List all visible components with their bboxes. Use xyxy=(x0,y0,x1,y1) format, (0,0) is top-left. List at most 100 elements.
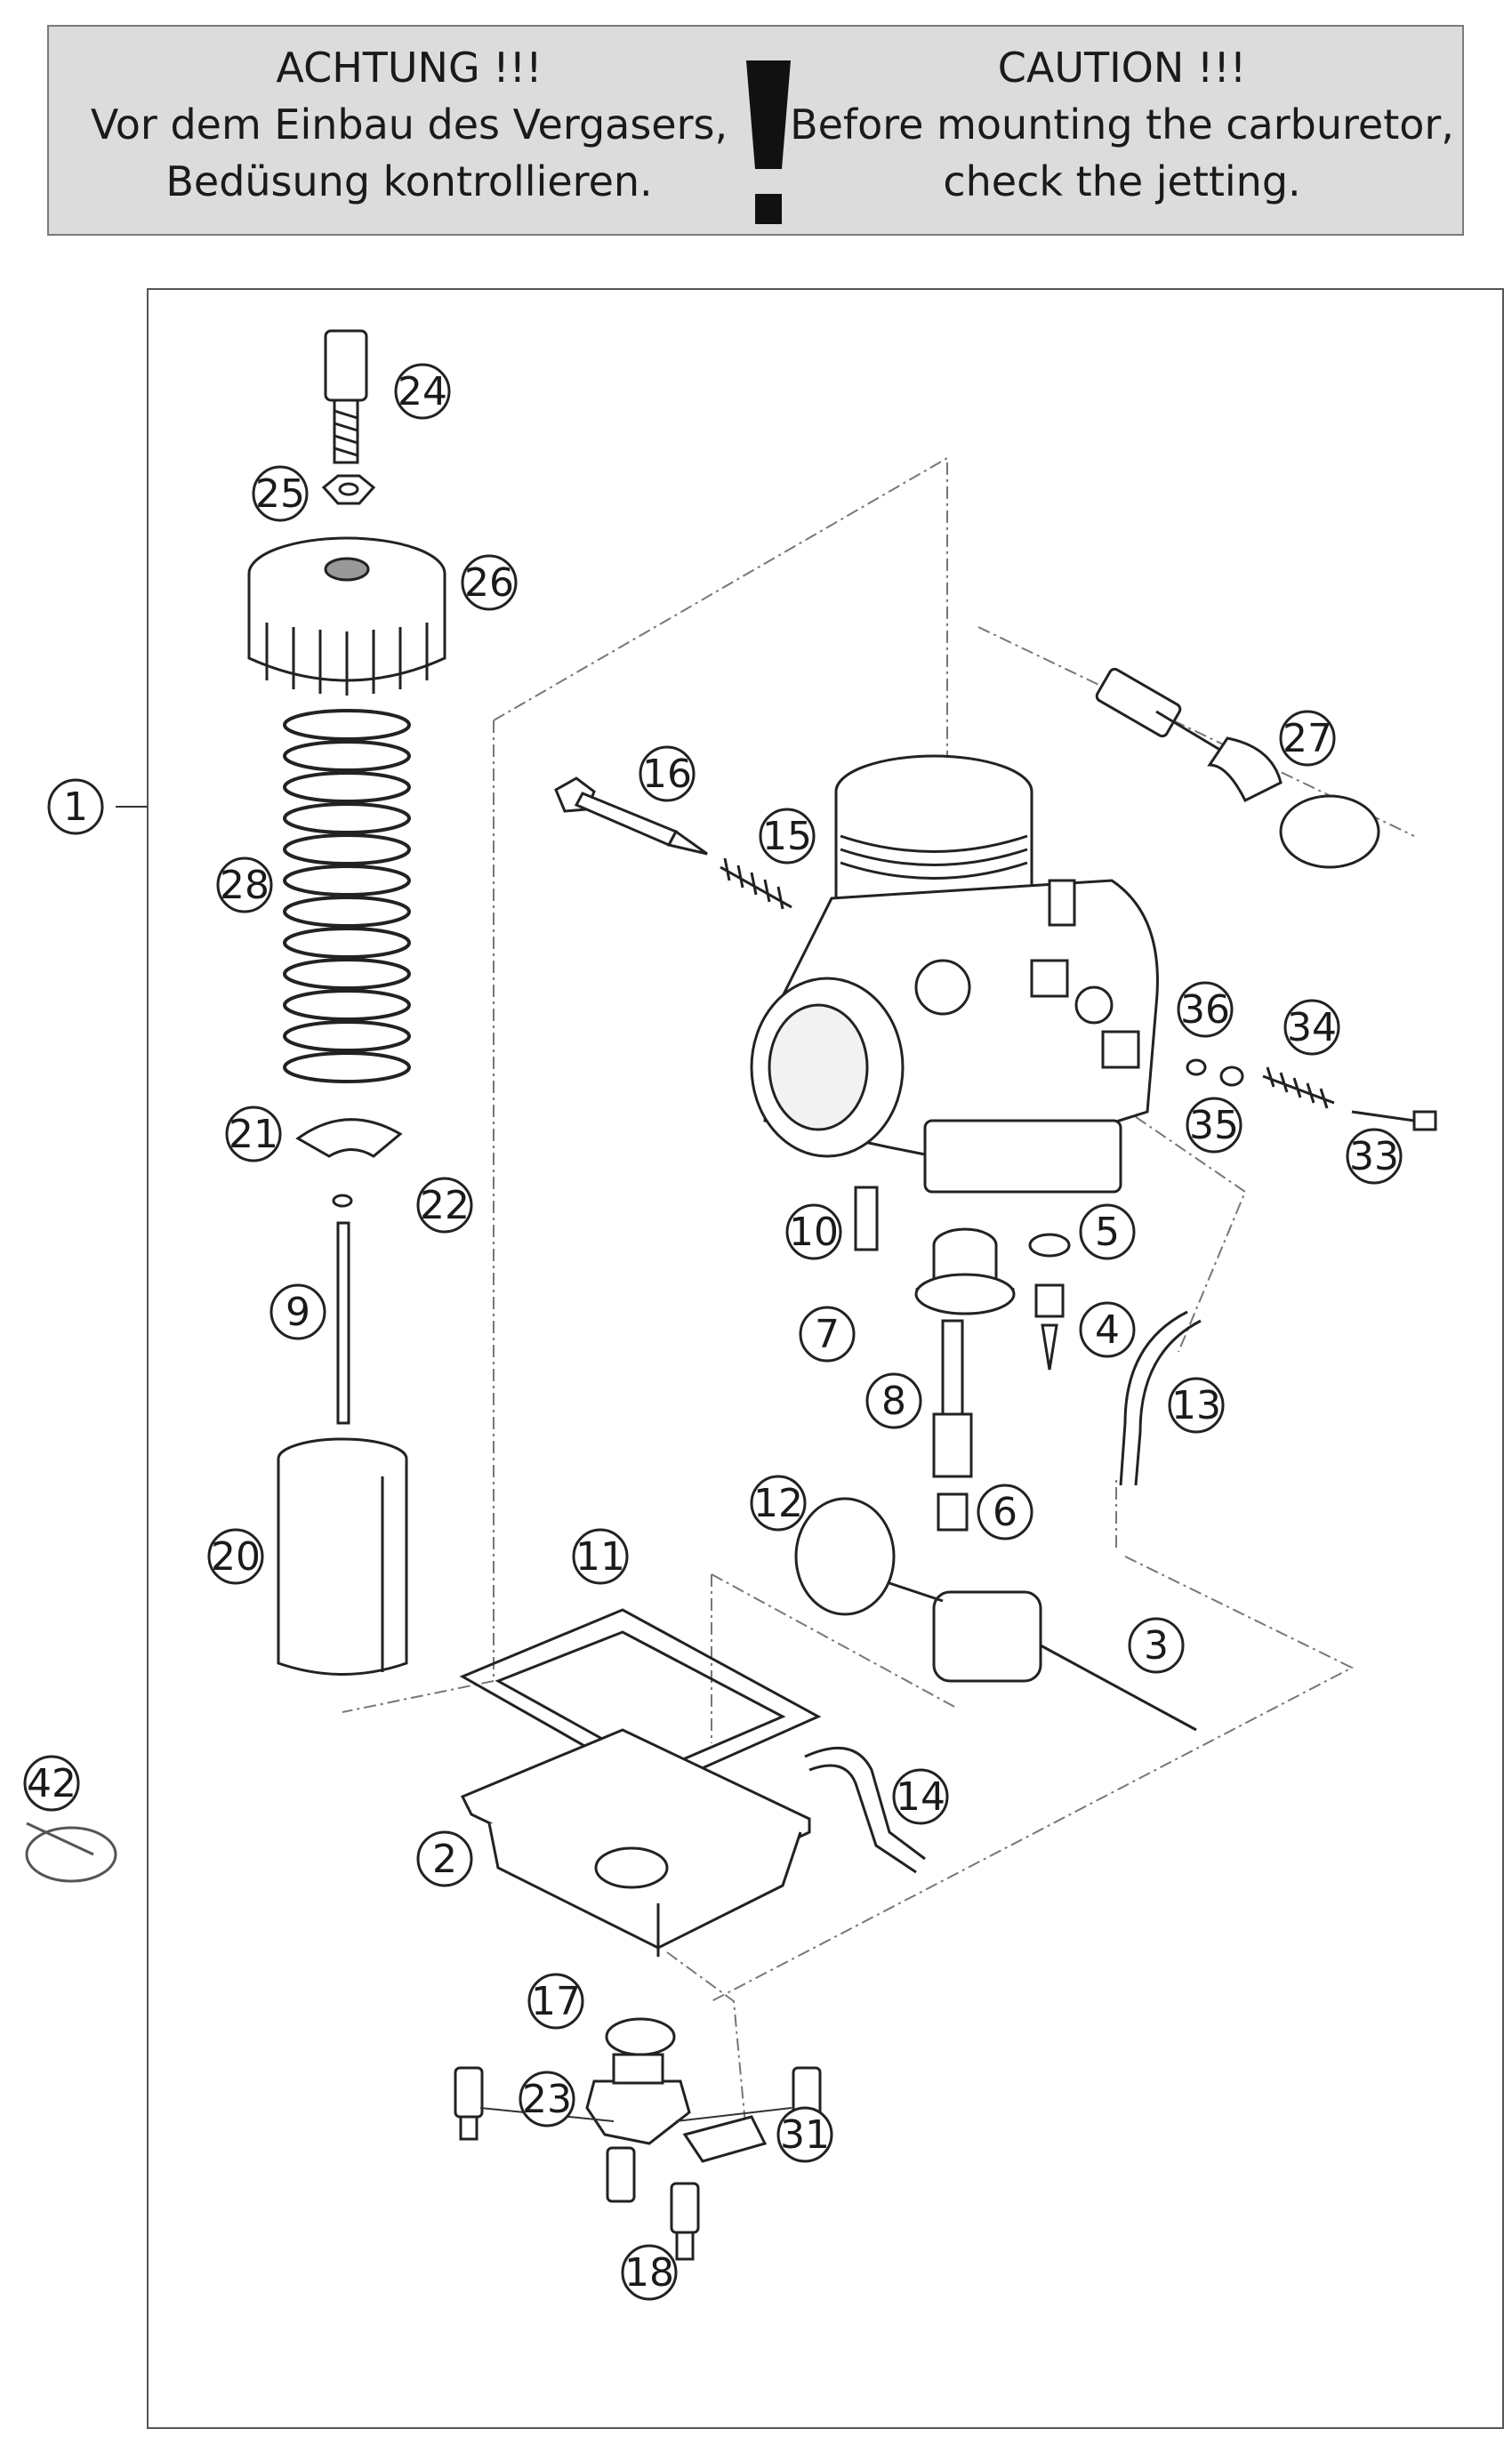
callout-31: 31 xyxy=(776,2106,833,2163)
svg-text:6: 6 xyxy=(993,1490,1017,1535)
callout-34: 34 xyxy=(1283,999,1340,1056)
svg-text:15: 15 xyxy=(762,814,812,859)
overflow-tube xyxy=(804,1746,926,1874)
callout-5: 5 xyxy=(1079,1203,1136,1260)
callout-22: 22 xyxy=(416,1177,473,1234)
circlip xyxy=(332,1194,353,1208)
callout-13: 13 xyxy=(1168,1377,1225,1434)
part-callouts: 1 2 3 4 5 6 7 8 9 10 11 12 13 14 15 16 1… xyxy=(23,363,1403,2301)
callout-9: 9 xyxy=(269,1283,326,1340)
hose-bracket xyxy=(682,2115,768,2163)
notice-german: ACHTUNG !!! Vor dem Einbau des Vergasers… xyxy=(58,39,760,210)
callout-27: 27 xyxy=(1279,710,1336,767)
notice-english-title: CAUTION !!! xyxy=(997,44,1247,92)
svg-text:12: 12 xyxy=(753,1481,803,1526)
callout-10: 10 xyxy=(785,1203,842,1260)
callout-15: 15 xyxy=(759,808,816,865)
jet-needle xyxy=(336,1221,350,1425)
callout-14: 14 xyxy=(892,1768,949,1825)
svg-text:33: 33 xyxy=(1349,1134,1399,1179)
lock-nut xyxy=(321,474,376,505)
notice-german-line-2: Bedüsung kontrollieren. xyxy=(165,157,653,205)
callout-3: 3 xyxy=(1128,1617,1185,1674)
notice-english-line-1: Before mounting the carburetor, xyxy=(790,101,1454,149)
svg-text:23: 23 xyxy=(522,2077,572,2122)
svg-text:11: 11 xyxy=(575,1534,625,1580)
callout-6: 6 xyxy=(977,1484,1033,1540)
callout-23: 23 xyxy=(519,2071,575,2127)
callout-26: 26 xyxy=(461,554,518,611)
idle-air-screw-set xyxy=(1186,1058,1437,1131)
carburetor-cap xyxy=(247,536,446,696)
callout-12: 12 xyxy=(750,1475,807,1532)
svg-text:42: 42 xyxy=(27,1761,76,1806)
notice-german-line-1: Vor dem Einbau des Vergasers, xyxy=(90,101,728,149)
callout-24: 24 xyxy=(394,363,451,420)
callout-36: 36 xyxy=(1177,981,1234,1038)
svg-text:9: 9 xyxy=(286,1290,310,1335)
float-bowl xyxy=(460,1728,811,1957)
throttle-spring xyxy=(283,709,411,1083)
callout-20: 20 xyxy=(207,1528,264,1585)
svg-text:7: 7 xyxy=(815,1312,840,1357)
callout-18: 18 xyxy=(621,2244,678,2301)
svg-text:13: 13 xyxy=(1171,1383,1221,1428)
o-ring xyxy=(605,2017,676,2056)
callout-25: 25 xyxy=(252,465,309,522)
callout-7: 7 xyxy=(799,1306,856,1363)
exclamation-icon xyxy=(746,60,791,224)
notice-english: CAUTION !!! Before mounting the carburet… xyxy=(787,39,1457,210)
callout-11: 11 xyxy=(572,1528,629,1585)
svg-text:36: 36 xyxy=(1180,987,1230,1033)
svg-text:28: 28 xyxy=(220,863,269,908)
svg-text:20: 20 xyxy=(211,1534,261,1580)
svg-text:18: 18 xyxy=(624,2250,674,2296)
carburetor-body xyxy=(750,754,1159,1194)
callout-35: 35 xyxy=(1186,1097,1243,1154)
svg-text:35: 35 xyxy=(1189,1103,1239,1148)
callout-8: 8 xyxy=(865,1372,922,1429)
svg-text:10: 10 xyxy=(789,1210,839,1255)
svg-text:27: 27 xyxy=(1283,716,1332,761)
svg-text:1: 1 xyxy=(63,784,88,830)
svg-text:16: 16 xyxy=(642,752,692,797)
choke-plunger xyxy=(1095,667,1380,869)
cable-tie xyxy=(25,1822,117,1883)
throttle-slide xyxy=(277,1437,408,1676)
bowl-screws xyxy=(454,2066,822,2261)
adjuster-screw xyxy=(324,329,368,464)
needle-clip-plate xyxy=(295,1118,403,1158)
svg-text:5: 5 xyxy=(1095,1210,1120,1255)
svg-text:26: 26 xyxy=(464,560,514,606)
caution-notice: ACHTUNG !!! Vor dem Einbau des Vergasers… xyxy=(47,25,1464,236)
callout-16: 16 xyxy=(639,745,696,802)
svg-text:24: 24 xyxy=(398,369,447,414)
callout-4: 4 xyxy=(1079,1301,1136,1358)
svg-text:2: 2 xyxy=(432,1837,457,1882)
svg-text:4: 4 xyxy=(1095,1307,1120,1353)
callout-1: 1 xyxy=(47,778,104,835)
diagram-frame xyxy=(147,288,1504,2429)
callout-28: 28 xyxy=(216,857,273,913)
assembly-lines xyxy=(342,456,1415,2144)
svg-text:21: 21 xyxy=(229,1112,278,1157)
svg-text:17: 17 xyxy=(531,1979,581,2024)
notice-german-title: ACHTUNG !!! xyxy=(276,44,543,92)
callout-17: 17 xyxy=(527,1973,584,2030)
svg-text:31: 31 xyxy=(780,2112,830,2158)
svg-text:8: 8 xyxy=(881,1379,906,1424)
idle-screw xyxy=(554,776,708,856)
callout-21: 21 xyxy=(225,1106,282,1162)
notice-english-line-2: check the jetting. xyxy=(943,157,1301,205)
svg-text:3: 3 xyxy=(1144,1623,1169,1669)
callout-33: 33 xyxy=(1346,1128,1403,1185)
svg-text:22: 22 xyxy=(420,1183,470,1228)
callout-42: 42 xyxy=(23,1755,80,1812)
svg-text:25: 25 xyxy=(255,471,305,517)
svg-text:34: 34 xyxy=(1287,1005,1337,1050)
drain-plug xyxy=(585,2053,691,2145)
float-assembly xyxy=(794,1497,1197,1732)
vent-hose xyxy=(1119,1310,1202,1486)
callout-2: 2 xyxy=(416,1830,473,1887)
